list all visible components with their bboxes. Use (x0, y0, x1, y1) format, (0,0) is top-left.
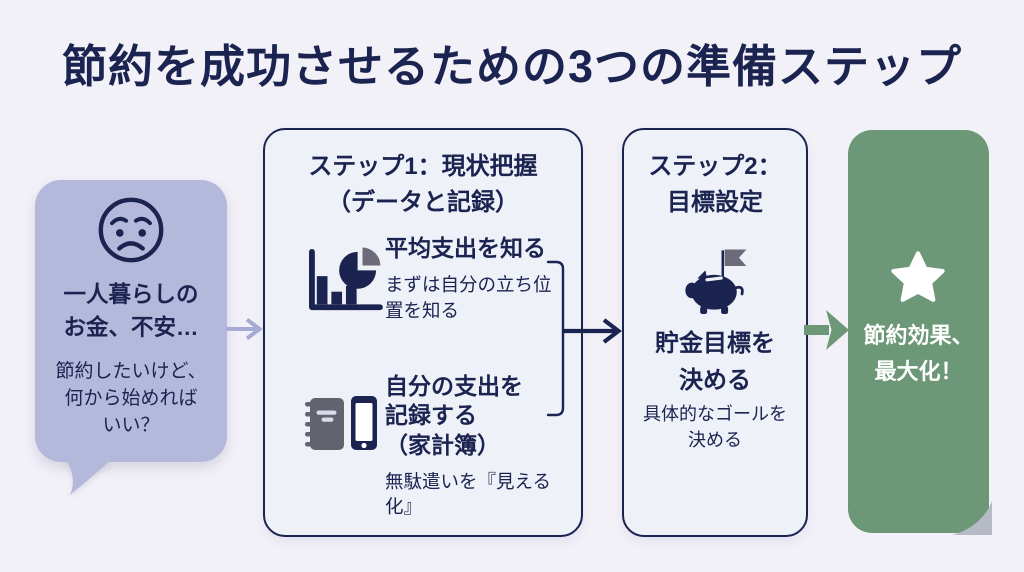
step1-card: ステップ1：現状把握 （データと記録） 平均支出を知る まずは自分の立ち位 置を… (263, 128, 583, 537)
step1-item-record-description: 無駄遣いを『見える 化』 (385, 471, 551, 518)
step1-item-record: 自分の支出を 記録する （家計簿） 無駄遣いを『見える 化』 (385, 372, 571, 520)
result-heading: 節約効果、 最大化！ (863, 323, 974, 384)
bubble-body: 節約したいけど、 何から始めれば いい？ (55, 361, 207, 437)
step2-heading: 貯金目標を 決める (655, 330, 775, 395)
page-curl-icon (952, 501, 992, 535)
problem-bubble: 一人暮らしの お金、不安… 節約したいけど、 何から始めれば いい？ (35, 180, 227, 462)
star-icon (891, 251, 946, 303)
step1-title: ステップ1：現状把握 （データと記録） (308, 153, 538, 216)
page-title: 節約を成功させるための3つの準備ステップ (61, 41, 963, 92)
step2-title: ステップ2： 目標設定 (648, 153, 782, 216)
notebook-phone-icon (305, 396, 377, 450)
flow-arrow-3-icon (804, 310, 849, 350)
step1-item-average: 平均支出を知る まずは自分の立ち位 置を知る (385, 234, 571, 323)
flow-arrow-2-icon (546, 260, 622, 417)
piggy-bank-flag-icon (685, 249, 747, 314)
step2-card: ステップ2： 目標設定 貯金目標を 決める 具体的なゴールを 決める (622, 128, 808, 537)
flow-arrow-1-icon (226, 317, 263, 341)
bubble-headline: 一人暮らしの お金、不安… (63, 282, 199, 340)
bar-pie-chart-icon (309, 247, 383, 311)
step1-item-average-description: まずは自分の立ち位 置を知る (385, 274, 552, 321)
step1-item-record-heading: 自分の支出を 記録する （家計簿） (385, 373, 523, 458)
result-content: 節約効果、 最大化！ (863, 250, 974, 388)
step1-item-average-heading: 平均支出を知る (385, 235, 546, 261)
result-card: 節約効果、 最大化！ (848, 130, 992, 535)
worried-face-icon (98, 197, 164, 263)
step2-description: 具体的なゴールを 決める (643, 404, 787, 450)
speech-bubble-tail (65, 458, 112, 495)
